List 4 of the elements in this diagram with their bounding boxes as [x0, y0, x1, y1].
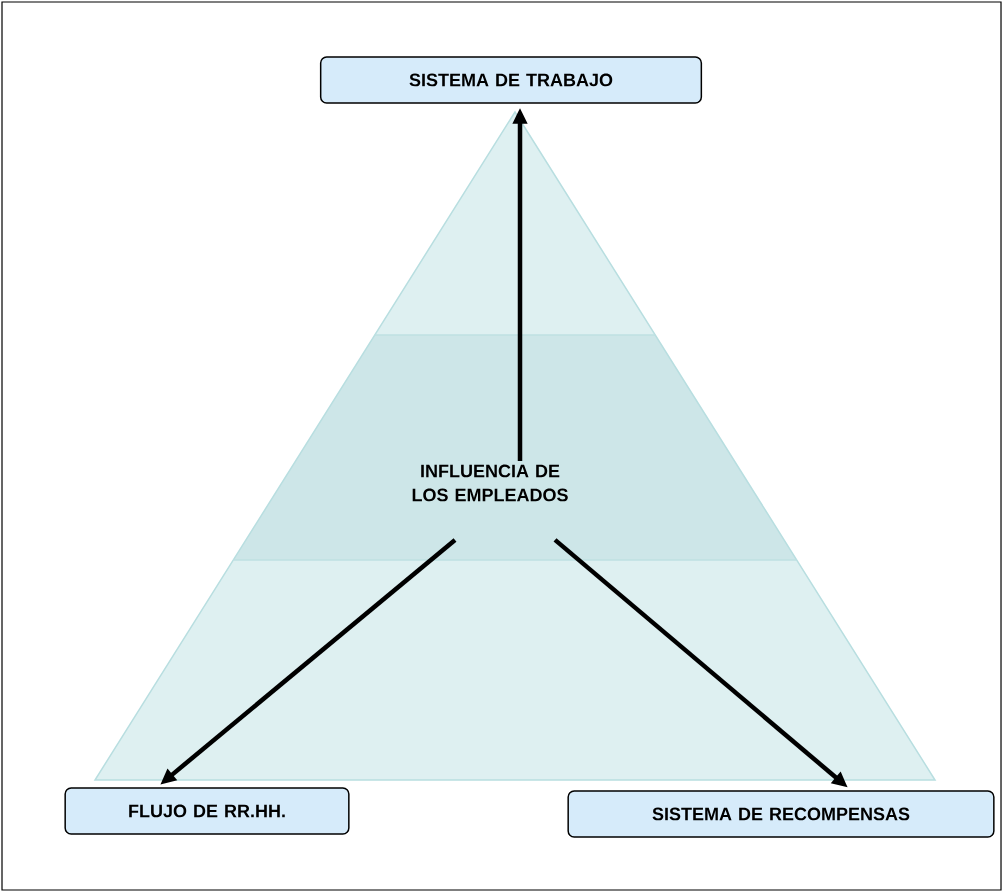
text-box: SISTEMA DE TRABAJO: [319, 56, 703, 104]
center-label: INFLUENCIA DE LOS EMPLEADOS: [412, 464, 568, 502]
text-box: SISTEMA DE RECOMPENSAS: [567, 790, 995, 838]
text-box: FLUJO DE RR.HH.: [64, 787, 350, 835]
